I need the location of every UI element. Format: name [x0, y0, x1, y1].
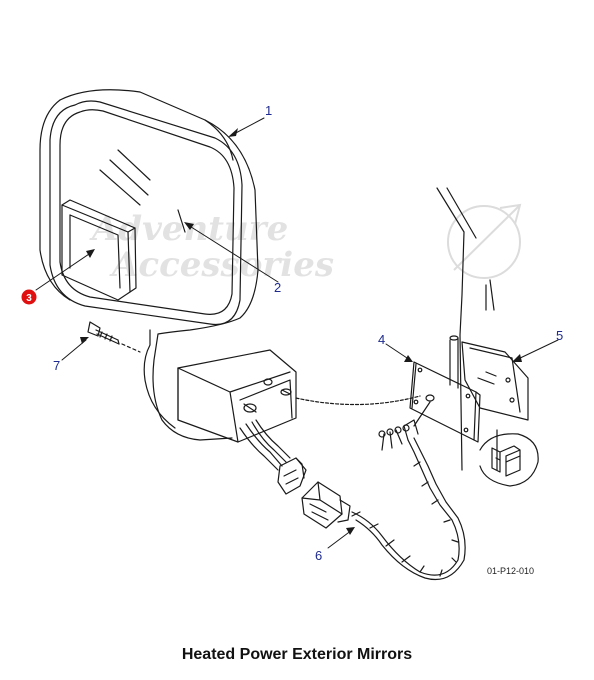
callout-1: 1 — [265, 103, 272, 118]
leader-arrowheads — [80, 128, 522, 535]
mirror-housing — [39, 89, 259, 441]
diagram-code: 01-P12-010 — [487, 566, 534, 576]
mirror-glass — [49, 100, 243, 326]
mounting-screw — [87, 321, 141, 353]
door-frame — [436, 187, 498, 471]
mount-plate — [409, 335, 481, 443]
watermark-line2: Accessories — [109, 245, 334, 285]
harness-connector — [301, 481, 351, 529]
callout-7: 7 — [53, 358, 60, 373]
callout-4: 4 — [378, 332, 385, 347]
connector-inset — [479, 433, 539, 487]
callout-3: 3 — [26, 293, 32, 304]
watermark: Adventure Accessories — [89, 203, 522, 285]
main-wire-harness — [351, 401, 466, 581]
callout-6: 6 — [315, 548, 322, 563]
watermark-logo-circle — [447, 203, 522, 279]
mount-bracket — [461, 341, 529, 421]
callout-5: 5 — [556, 328, 563, 343]
heater-element — [61, 199, 137, 301]
mirror-wire-harness — [239, 419, 307, 495]
mirror-mount-base — [177, 349, 297, 443]
diagram-title: Heated Power Exterior Mirrors — [181, 646, 413, 663]
callout-3-badge[interactable]: 3 — [20, 288, 38, 306]
callout-2: 2 — [274, 280, 281, 295]
wire-routing-line — [295, 395, 421, 406]
